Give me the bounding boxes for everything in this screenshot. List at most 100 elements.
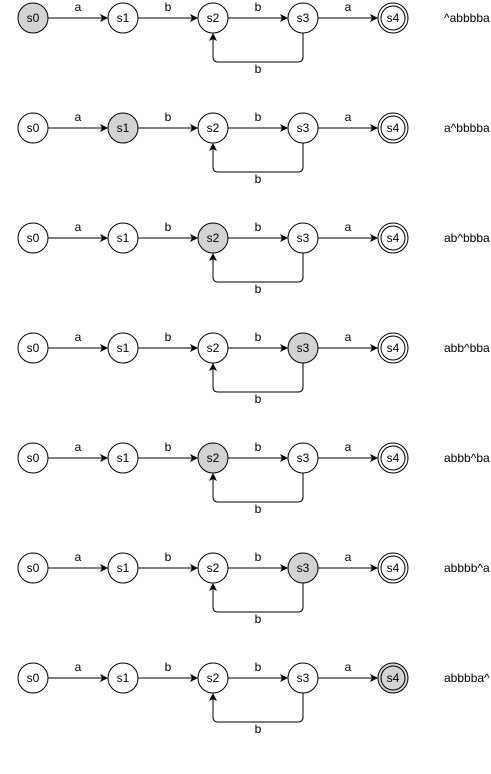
transition-label-s0-s1: a: [75, 660, 82, 674]
state-label-s4: s4: [387, 11, 400, 25]
transition-s3-s2: [209, 33, 304, 63]
state-s4-accepting-ring: [380, 335, 406, 361]
transition-label-s3-s2: b: [255, 172, 262, 186]
state-s4-accepting-ring: [380, 445, 406, 471]
state-s2: [197, 662, 229, 694]
state-label-s2: s2: [207, 451, 220, 465]
state-s3: [287, 662, 319, 694]
state-label-s3: s3: [297, 671, 310, 685]
state-label-s0: s0: [27, 341, 40, 355]
state-s2: [197, 2, 229, 34]
transition-s3-s2: [209, 363, 304, 393]
state-label-s1: s1: [117, 341, 130, 355]
state-label-s1: s1: [117, 671, 130, 685]
state-label-s1: s1: [117, 231, 130, 245]
state-label-s4: s4: [387, 671, 400, 685]
transition-s3-s2: [209, 583, 304, 613]
state-s0: [17, 112, 49, 144]
state-s1: [107, 332, 139, 364]
transition-s3-s2: [209, 693, 304, 723]
state-label-s4: s4: [387, 451, 400, 465]
state-label-s2: s2: [207, 121, 220, 135]
transition-label-s3-s2: b: [255, 282, 262, 296]
tape-position-label: ^abbbba: [444, 11, 490, 25]
transition-label-s2-s3: b: [255, 220, 262, 234]
state-label-s3: s3: [297, 341, 310, 355]
transition-label-s1-s2: b: [165, 0, 172, 14]
state-s3: [287, 222, 319, 254]
transition-label-s0-s1: a: [75, 220, 82, 234]
transition-label-s2-s3: b: [255, 440, 262, 454]
transition-label-s3-s4: a: [345, 550, 352, 564]
state-label-s2: s2: [207, 341, 220, 355]
state-label-s3: s3: [297, 11, 310, 25]
state-s4-accepting-ring: [380, 115, 406, 141]
state-s0-active: [17, 2, 49, 34]
state-s0: [17, 222, 49, 254]
transition-s3-s2: [209, 253, 304, 283]
tape-position-label: ab^bbba: [444, 231, 490, 245]
transition-label-s3-s4: a: [345, 440, 352, 454]
transition-label-s1-s2: b: [165, 660, 172, 674]
transition-label-s2-s3: b: [255, 110, 262, 124]
transition-label-s1-s2: b: [165, 440, 172, 454]
state-s3: [287, 112, 319, 144]
state-s2: [197, 552, 229, 584]
state-s1: [107, 2, 139, 34]
state-label-s2: s2: [207, 231, 220, 245]
transition-label-s1-s2: b: [165, 330, 172, 344]
transition-label-s3-s2: b: [255, 62, 262, 76]
transition-label-s1-s2: b: [165, 110, 172, 124]
state-s2-active: [197, 442, 229, 474]
state-label-s2: s2: [207, 561, 220, 575]
state-s2: [197, 332, 229, 364]
state-s0: [17, 332, 49, 364]
transition-label-s3-s4: a: [345, 110, 352, 124]
state-label-s4: s4: [387, 121, 400, 135]
tape-position-label: abbb^ba: [444, 451, 490, 465]
transition-label-s3-s2: b: [255, 612, 262, 626]
state-s2-active: [197, 222, 229, 254]
state-label-s1: s1: [117, 561, 130, 575]
state-s4-accepting-ring: [380, 225, 406, 251]
tape-position-label: abbbba^: [444, 671, 490, 685]
state-s1: [107, 662, 139, 694]
transition-label-s0-s1: a: [75, 330, 82, 344]
state-s0: [17, 442, 49, 474]
transition-label-s3-s4: a: [345, 220, 352, 234]
transition-label-s2-s3: b: [255, 330, 262, 344]
state-label-s0: s0: [27, 121, 40, 135]
transition-label-s3-s2: b: [255, 392, 262, 406]
state-label-s3: s3: [297, 121, 310, 135]
state-label-s3: s3: [297, 451, 310, 465]
state-label-s4: s4: [387, 561, 400, 575]
transition-label-s3-s2: b: [255, 502, 262, 516]
transition-label-s2-s3: b: [255, 0, 262, 14]
state-s3: [287, 442, 319, 474]
state-s1: [107, 222, 139, 254]
state-s0: [17, 662, 49, 694]
state-s4-accepting-ring: [380, 5, 406, 31]
state-label-s2: s2: [207, 671, 220, 685]
state-label-s3: s3: [297, 231, 310, 245]
transition-label-s3-s4: a: [345, 660, 352, 674]
state-label-s1: s1: [117, 121, 130, 135]
state-label-s0: s0: [27, 231, 40, 245]
state-label-s0: s0: [27, 561, 40, 575]
transition-label-s3-s4: a: [345, 0, 352, 14]
tape-position-label: abb^bba: [444, 341, 490, 355]
transition-label-s3-s4: a: [345, 330, 352, 344]
transition-label-s0-s1: a: [75, 440, 82, 454]
transition-label-s1-s2: b: [165, 550, 172, 564]
transition-label-s1-s2: b: [165, 220, 172, 234]
transition-label-s0-s1: a: [75, 550, 82, 564]
state-s4-accepting-ring: [380, 665, 406, 691]
state-label-s3: s3: [297, 561, 310, 575]
